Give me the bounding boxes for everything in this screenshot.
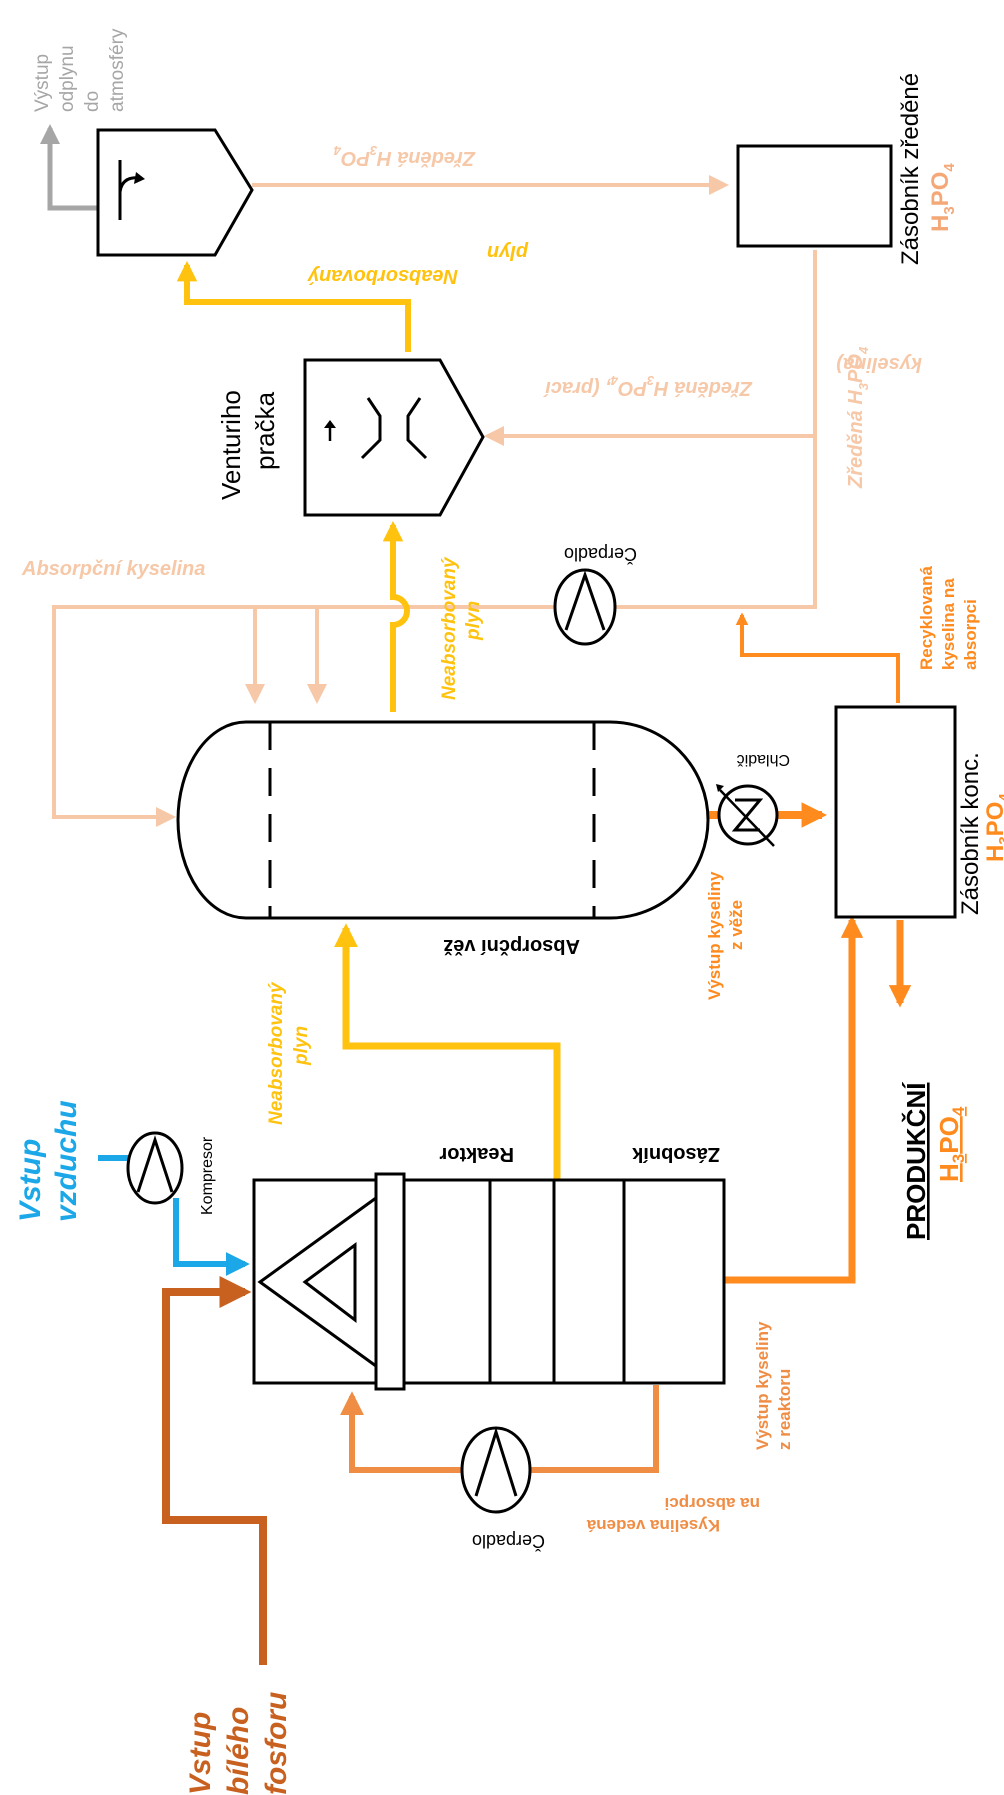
- air-line-to-reactor: [173, 1198, 250, 1276]
- acid-out-reactor-label: Výstup kyseliny z reaktoru: [753, 1317, 794, 1450]
- absorption-acid-label: Absorpční kyselina: [21, 558, 205, 580]
- gas-line-venturi-to-scrubber: [176, 260, 411, 352]
- gas-line-reactor-to-tower: [334, 923, 561, 1180]
- absorption-tower: [176, 720, 710, 920]
- venturi-label: Venturiho pračka: [216, 383, 280, 500]
- offgas-label: Výstup odplynu do atmosféry: [32, 28, 128, 112]
- acid-out-tower-label: Výstup kyseliny z věže: [705, 867, 746, 1000]
- pump-reactor-label: Čerpadlo: [472, 1531, 545, 1552]
- phosphorus-line: [162, 1276, 267, 1665]
- acid-to-absorption-label: Kyselina vedená na absorpci: [582, 1494, 760, 1535]
- dilute-tank-label: Zásobník zředěné: [897, 73, 924, 265]
- conc-acid-tank: [834, 705, 957, 919]
- pump-absorption: [553, 568, 617, 646]
- offgas-line: [40, 124, 98, 211]
- product-label: PRODUKČNÍ: [901, 1082, 931, 1240]
- dilute-tank-formula: H3PO4: [927, 163, 958, 232]
- recycled-acid-label: Recyklovaná kyselina na absorpci: [917, 561, 980, 670]
- unabsorbed-gas-label-3: Neabsorbovaný plyn: [302, 241, 529, 287]
- cooler-label: Chladič: [737, 751, 790, 768]
- reactor-label: Reaktor: [439, 1143, 514, 1165]
- acid-line-reactor-to-tank: [724, 915, 864, 1284]
- offgas-scrubber: [96, 128, 254, 257]
- conc-tank-formula: H3PO4: [982, 793, 1004, 862]
- air-inlet-label: Vstup vzduchu: [14, 1100, 83, 1222]
- reactor: [252, 1172, 726, 1391]
- pump-reactor: [460, 1426, 532, 1514]
- cooler: [716, 784, 779, 847]
- dilute-right-label: Zředěná H3PO4: [845, 346, 871, 489]
- dilute-top-label: Zředěná H3PO4: [333, 143, 476, 169]
- pump-absorption-label: Čerpadlo: [564, 544, 637, 565]
- product-formula: H3PO4: [934, 1106, 968, 1182]
- compressor: [126, 1131, 184, 1205]
- conc-tank-label: Zásobník konc.: [957, 752, 984, 915]
- unabsorbed-gas-label-1: Neabsorbovaný plyn: [266, 977, 312, 1125]
- dilute-line-down: [615, 250, 817, 609]
- recycle-line: [735, 612, 900, 703]
- reservoir-label: Zásobník: [631, 1143, 720, 1165]
- venturi-scrubber: [303, 358, 485, 517]
- dilute-acid-tank: [736, 144, 893, 248]
- gas-line-tower-to-venturi: [382, 520, 410, 712]
- dilute-wash-label: Zředěná H3PO4, (prací kyselina): [540, 353, 922, 399]
- absorption-acid-line: [52, 605, 555, 827]
- absorption-tower-label: Absorpční věž: [443, 935, 580, 957]
- unabsorbed-gas-label-2: Neabsorbovaný plyn: [439, 552, 484, 700]
- phosphorus-inlet-label: Vstup bílého fosforu: [184, 1692, 293, 1795]
- compressor-label: Kompresor: [199, 1136, 216, 1215]
